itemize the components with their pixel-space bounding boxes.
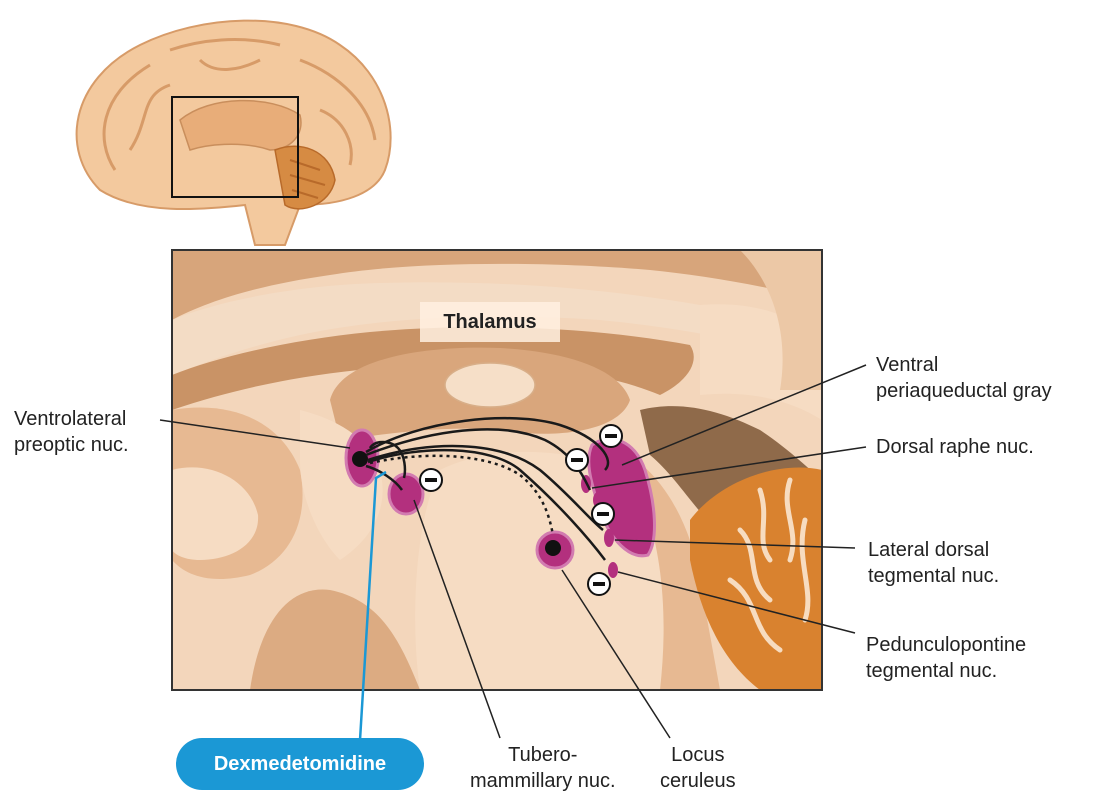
- inhibition-icon: [600, 425, 622, 447]
- inhibition-icon: [592, 503, 614, 525]
- inhibition-icon: [588, 573, 610, 595]
- lc-label-line2: ceruleus: [660, 768, 736, 794]
- tmn-label-line1: Tubero-: [470, 742, 616, 768]
- ldt-nucleus: [604, 529, 614, 547]
- inhibition-icon: [566, 449, 588, 471]
- vlpo-label: Ventrolateral preoptic nuc.: [14, 406, 129, 458]
- inhibition-icon: [420, 469, 442, 491]
- vlpo-dot: [352, 451, 368, 467]
- vlpo-label-line2: preoptic nuc.: [14, 432, 129, 458]
- thalamus-label: Thalamus: [420, 302, 560, 342]
- vpag-label-line1: Ventral: [876, 352, 1052, 378]
- ppt-label: Pedunculopontine tegmental nuc.: [866, 632, 1026, 684]
- dexmedetomidine-badge: Dexmedetomidine: [176, 738, 424, 790]
- tmn-label: Tubero- mammillary nuc.: [470, 742, 616, 794]
- lc-label-line1: Locus: [660, 742, 736, 768]
- dorsal-raphe-label: Dorsal raphe nuc.: [876, 434, 1034, 460]
- vpag-label-line2: periaqueductal gray: [876, 378, 1052, 404]
- ppt-nucleus: [608, 562, 618, 578]
- ppt-label-line1: Pedunculopontine: [866, 632, 1026, 658]
- ldt-label: Lateral dorsal tegmental nuc.: [868, 537, 999, 589]
- lc-label: Locus ceruleus: [660, 742, 736, 794]
- ppt-label-line2: tegmental nuc.: [866, 658, 1026, 684]
- vlpo-label-line1: Ventrolateral: [14, 406, 129, 432]
- lc-dot: [545, 540, 561, 556]
- ldt-label-line2: tegmental nuc.: [868, 563, 999, 589]
- vpag-label: Ventral periaqueductal gray: [876, 352, 1052, 404]
- ldt-label-line1: Lateral dorsal: [868, 537, 999, 563]
- tmn-label-line2: mammillary nuc.: [470, 768, 616, 794]
- brain-thumbnail: [77, 21, 391, 245]
